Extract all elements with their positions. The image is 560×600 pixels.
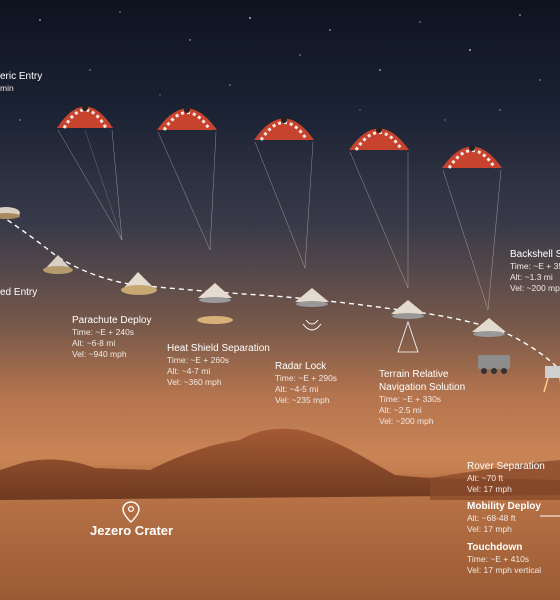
label-backshell-separation: Backshell Se Time: ~E + 350 Alt: ~1.3 mi… — [510, 249, 560, 294]
capsule-radar-lock — [295, 288, 329, 331]
label-mobility-deploy: Mobility Deploy Alt: ~68-48 ft Vel: 17 m… — [467, 501, 541, 535]
parachute-5 — [442, 145, 502, 311]
parachute-1 — [57, 105, 123, 241]
label-parachute-deploy: Parachute Deploy Time: ~E + 240s Alt: ~6… — [72, 315, 152, 360]
capsule-backshell — [472, 318, 510, 374]
label-heat-shield-separation: Heat Shield Separation Time: ~E + 260s A… — [167, 343, 270, 388]
capsule-heat-shield — [197, 283, 233, 324]
capsule-parachute-deploy — [121, 272, 157, 295]
mountain-right — [430, 460, 560, 500]
label-radar-lock: Radar Lock Time: ~E + 290s Alt: ~4-5 mi … — [275, 361, 338, 406]
location-pin-icon — [122, 501, 140, 523]
parachute-2 — [157, 107, 217, 251]
capsule-entry — [0, 207, 20, 219]
mountain — [0, 428, 560, 500]
label-guided-entry: ed Entry — [0, 287, 38, 298]
label-atmospheric-entry: eric Entry min — [0, 71, 43, 93]
parachute-4 — [349, 127, 409, 289]
label-touchdown: Touchdown Time: ~E + 410s Vel: 17 mph ve… — [467, 542, 542, 576]
crater-label: Jezero Crater — [90, 523, 174, 538]
label-rover-separation: Rover Separation Alt: ~70 ft Vel: 17 mph — [467, 461, 545, 495]
capsule-trn — [391, 300, 425, 353]
stars — [19, 11, 541, 121]
skycrane — [543, 366, 560, 393]
label-terrain-relative-navigation: Terrain Relative Navigation Solution Tim… — [379, 369, 466, 427]
capsule-guided — [43, 255, 73, 274]
parachute-3 — [254, 117, 314, 269]
